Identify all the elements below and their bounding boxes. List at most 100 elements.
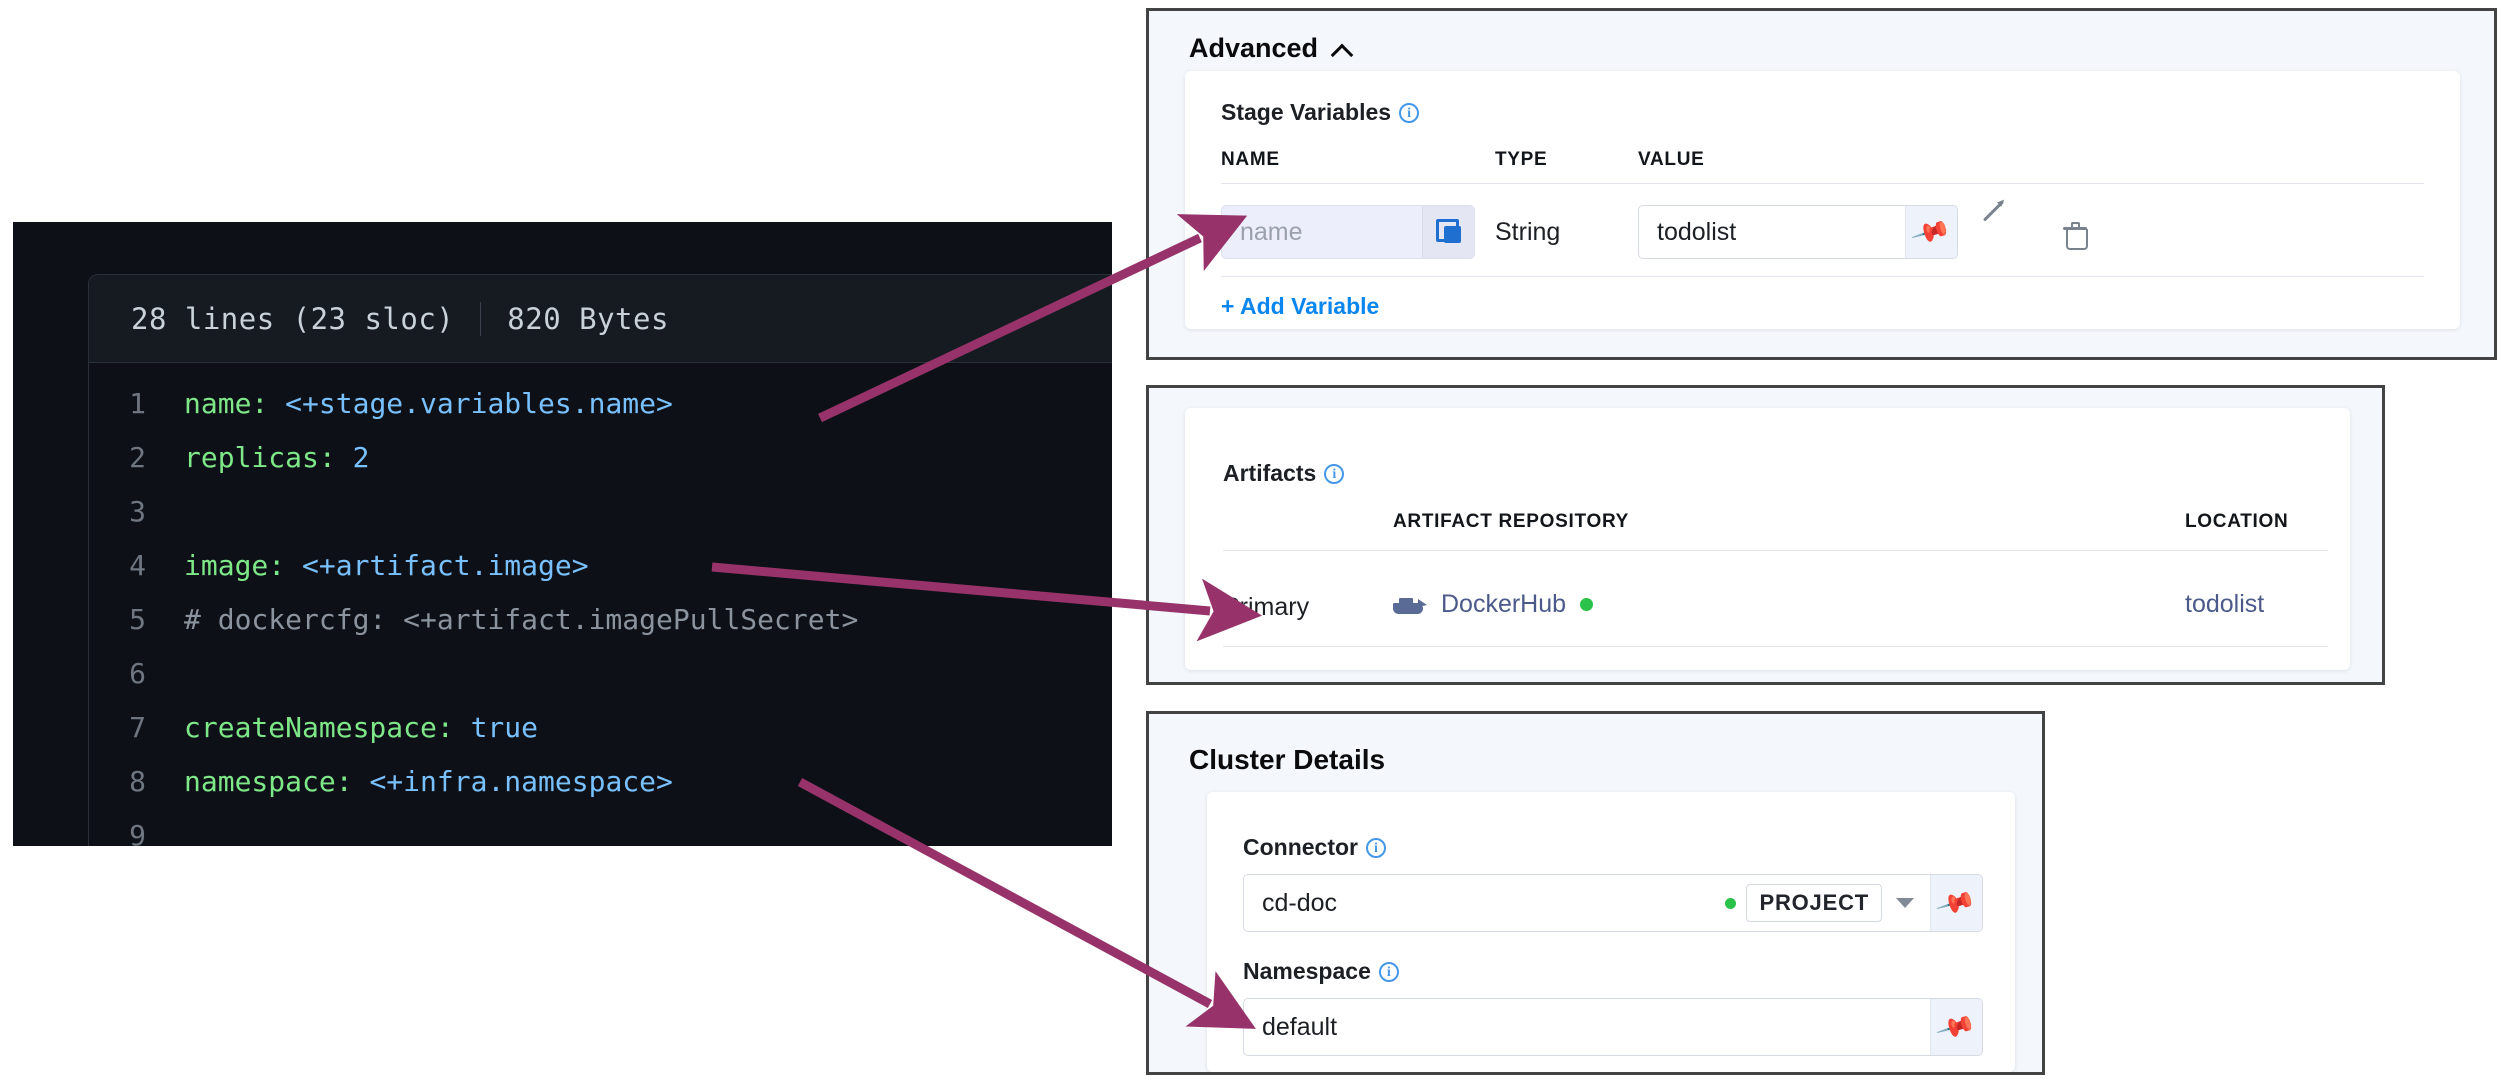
status-dot-icon: [1580, 598, 1594, 611]
artifacts-label-group: Artifacts i: [1223, 460, 1345, 487]
pin-icon: 📌: [1910, 211, 1953, 253]
code-line: 3: [89, 485, 1112, 539]
pin-icon: 📌: [1935, 1006, 1978, 1048]
artifact-repository-name: DockerHub: [1441, 590, 1567, 618]
stage-variable-type-value: String: [1495, 218, 1561, 246]
code-lines: 1 name: <+stage.variables.name> 2 replic…: [89, 363, 1112, 846]
line-content: createNamespace: true: [184, 701, 538, 755]
stage-variables-card: Stage Variables i NAME TYPE VALUE name S…: [1185, 71, 2460, 329]
artifacts-label: Artifacts: [1223, 460, 1317, 486]
connector-pin-button[interactable]: 📌: [1930, 875, 1982, 931]
line-content: name: <+stage.variables.name>: [184, 377, 673, 431]
artifacts-divider-bottom: [1223, 646, 2328, 647]
code-line: 8 namespace: <+infra.namespace>: [89, 755, 1112, 809]
column-header-type: TYPE: [1495, 149, 1548, 170]
cluster-details-title: Cluster Details: [1189, 744, 1386, 775]
whale-body: [1393, 602, 1423, 614]
artifacts-divider-top: [1223, 550, 2328, 551]
namespace-value: default: [1262, 1012, 1338, 1041]
yaml-key: replicas:: [184, 441, 336, 474]
whale-tail: [1418, 598, 1427, 607]
line-content: replicas: 2: [184, 431, 369, 485]
artifacts-card: Artifacts i ARTIFACT REPOSITORY LOCATION…: [1185, 408, 2350, 670]
advanced-panel: Advanced Stage Variables i NAME TYPE VAL…: [1146, 8, 2497, 360]
copy-icon: [1435, 219, 1462, 245]
artifact-type-primary: Primary: [1223, 593, 1310, 621]
pencil-icon: [1982, 200, 2005, 222]
copy-icon-button[interactable]: [1422, 206, 1474, 258]
yaml-value: <+artifact.image>: [302, 549, 589, 582]
column-header-value: VALUE: [1638, 149, 1705, 170]
code-line: 2 replicas: 2: [89, 431, 1112, 485]
line-content: image: <+artifact.image>: [184, 539, 589, 593]
pin-button[interactable]: 📌: [1905, 206, 1957, 258]
artifact-location-value[interactable]: todolist: [2185, 590, 2265, 618]
code-line: 4 image: <+artifact.image>: [89, 539, 1112, 593]
info-icon[interactable]: i: [1324, 463, 1345, 484]
line-number: 2: [129, 441, 146, 474]
line-number: 4: [129, 549, 146, 582]
namespace-pin-button[interactable]: 📌: [1930, 999, 1982, 1055]
code-line: 9: [89, 809, 1112, 846]
namespace-label: Namespace: [1243, 958, 1371, 984]
connector-value: cd-doc: [1262, 888, 1338, 917]
connector-scope-tag: PROJECT: [1746, 884, 1882, 922]
code-line: 6: [89, 647, 1112, 701]
meta-divider: [480, 301, 482, 336]
code-viewer-inner: 28 lines (23 sloc) 820 Bytes 1 name: <+s…: [88, 274, 1112, 846]
yaml-value: 2: [352, 441, 370, 474]
code-line: 7 createNamespace: true: [89, 701, 1112, 755]
line-number: 1: [129, 387, 146, 420]
yaml-key: image:: [184, 549, 286, 582]
pin-icon: 📌: [1935, 882, 1978, 924]
line-number: 9: [129, 819, 146, 846]
info-icon[interactable]: i: [1378, 961, 1399, 982]
whale-box: [1399, 597, 1413, 605]
table-divider-bottom: [1221, 276, 2424, 277]
cluster-details-card: Connector i cd-doc PROJECT 📌 Namespace i…: [1207, 792, 2015, 1072]
connector-label: Connector: [1243, 834, 1358, 860]
line-content: namespace: <+infra.namespace>: [184, 755, 673, 809]
code-viewer: 28 lines (23 sloc) 820 Bytes 1 name: <+s…: [13, 222, 1112, 846]
chevron-up-icon[interactable]: [1332, 41, 1352, 61]
edit-variable-button[interactable]: [1980, 200, 2014, 250]
code-line: 5 # dockercfg: <+artifact.imagePullSecre…: [89, 593, 1112, 647]
yaml-value: <+stage.variables.name>: [285, 387, 673, 420]
code-line-count: 28 lines (23 sloc): [131, 301, 455, 336]
trash-lid-icon: [2071, 222, 2080, 227]
stage-variable-value-text: todolist: [1657, 217, 1737, 246]
namespace-field[interactable]: default 📌: [1243, 998, 1983, 1056]
advanced-header[interactable]: Advanced: [1189, 33, 1352, 64]
column-header-name: NAME: [1221, 149, 1280, 170]
docker-whale-icon: [1393, 594, 1427, 616]
info-icon[interactable]: i: [1366, 837, 1386, 858]
advanced-title: Advanced: [1189, 33, 1319, 63]
namespace-label-group: Namespace i: [1243, 958, 1399, 985]
code-file-meta: 28 lines (23 sloc) 820 Bytes: [89, 275, 1112, 363]
line-number: 5: [129, 603, 146, 636]
connector-field[interactable]: cd-doc PROJECT 📌: [1243, 874, 1983, 932]
yaml-key: createNamespace:: [184, 711, 454, 744]
code-line: 1 name: <+stage.variables.name>: [89, 377, 1112, 431]
line-content-comment: # dockercfg: <+artifact.imagePullSecret>: [184, 603, 859, 636]
stage-variable-name-field[interactable]: name: [1221, 205, 1475, 259]
stage-variable-value-field[interactable]: todolist 📌: [1638, 205, 1958, 259]
yaml-value: <+infra.namespace>: [369, 765, 673, 798]
line-number: 7: [129, 711, 146, 744]
artifacts-panel: Artifacts i ARTIFACT REPOSITORY LOCATION…: [1146, 385, 2385, 685]
column-header-location: LOCATION: [2185, 511, 2289, 532]
line-number: 3: [129, 495, 146, 528]
info-icon[interactable]: i: [1399, 102, 1420, 123]
connector-label-group: Connector i: [1243, 834, 1386, 861]
yaml-key: name:: [184, 387, 269, 420]
connector-status-dot-icon: [1725, 897, 1737, 909]
delete-variable-button[interactable]: [2058, 216, 2092, 250]
stage-variables-label-group: Stage Variables i: [1221, 99, 1420, 126]
stage-variable-row-actions: [1980, 200, 2092, 250]
column-header-artifact-repository: ARTIFACT REPOSITORY: [1393, 511, 1630, 532]
chevron-down-icon[interactable]: [1896, 898, 1914, 908]
trash-icon: [2063, 222, 2088, 250]
artifact-repository-cell[interactable]: DockerHub: [1393, 590, 1594, 619]
add-variable-button[interactable]: + Add Variable: [1221, 293, 1380, 319]
